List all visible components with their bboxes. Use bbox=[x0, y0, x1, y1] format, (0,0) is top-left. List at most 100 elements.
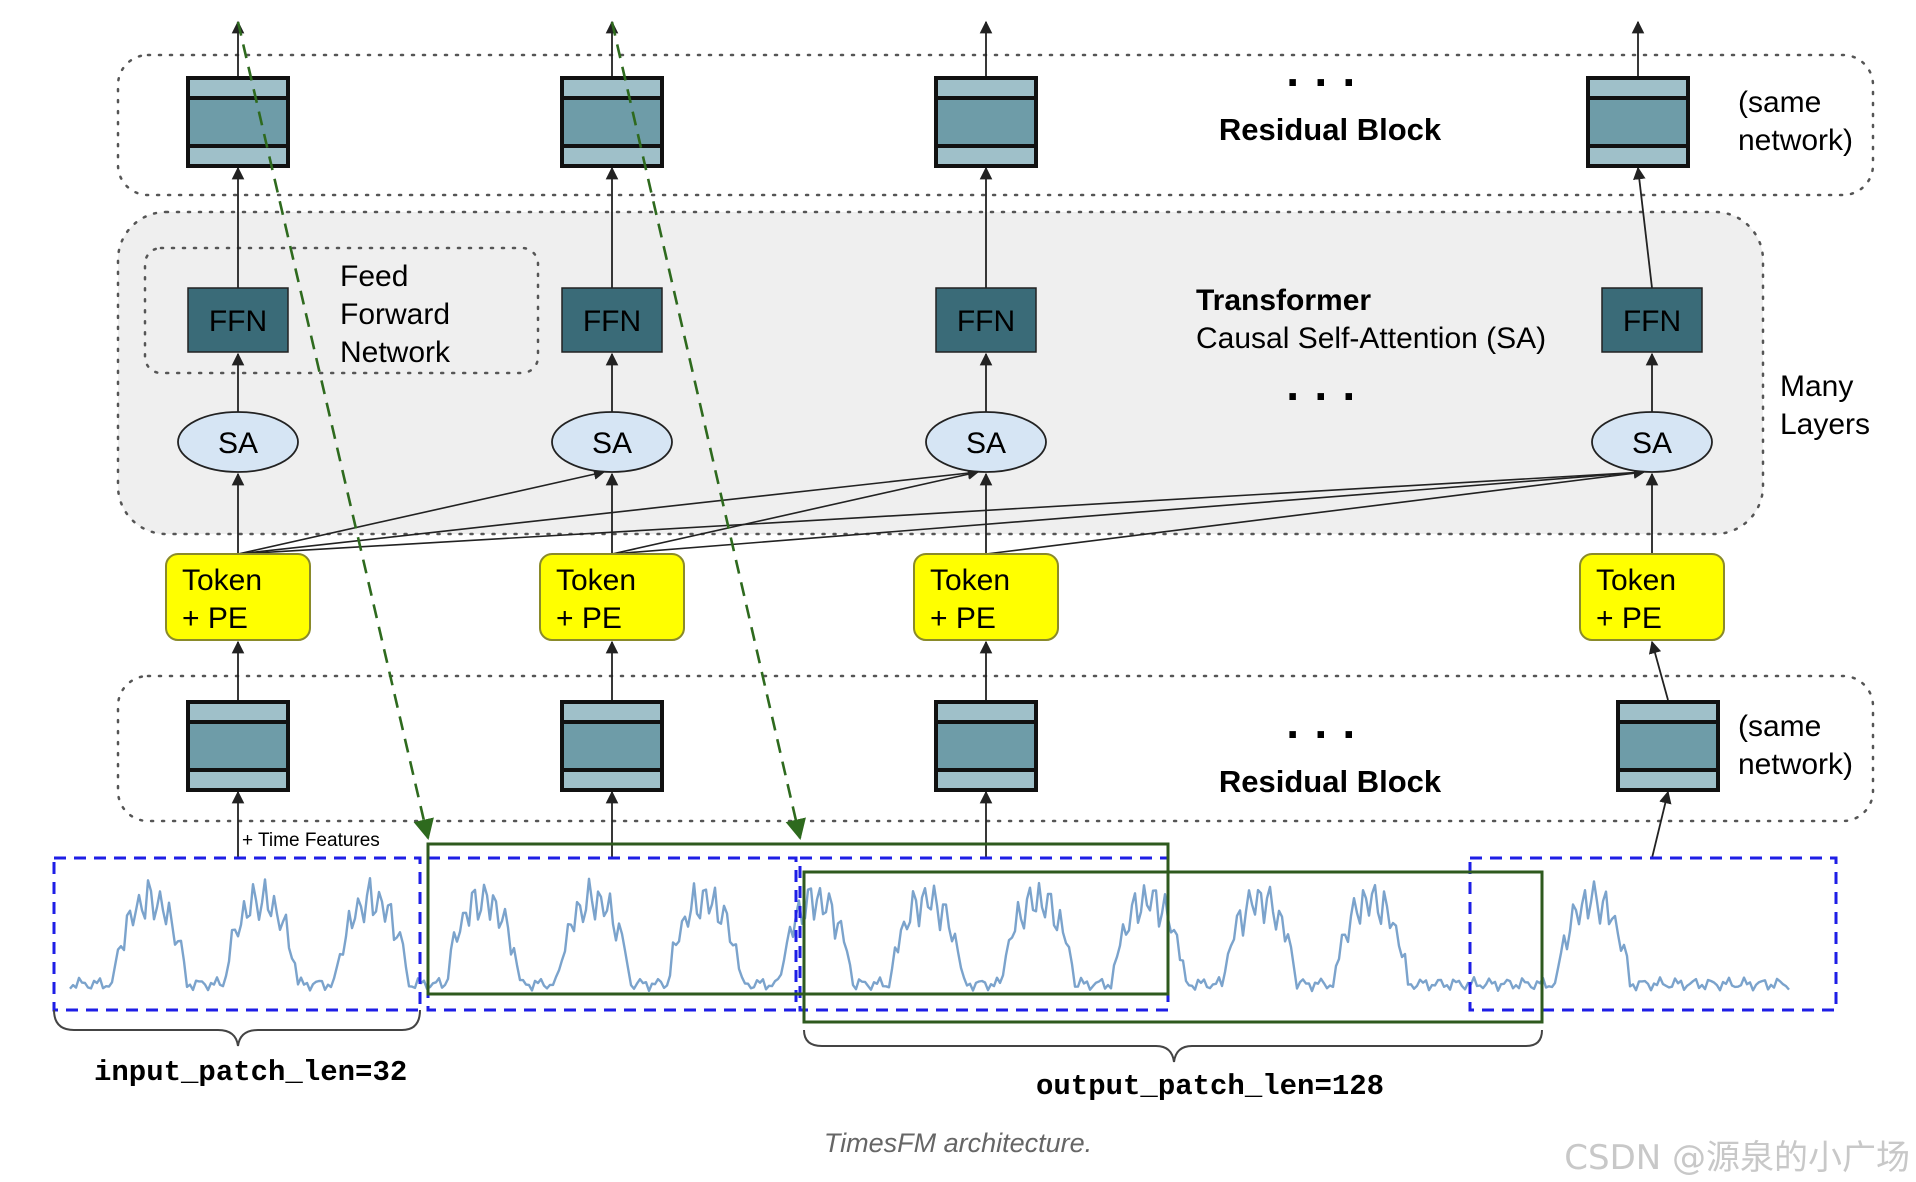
green-arrow-2 bbox=[610, 21, 806, 841]
input-patch-4 bbox=[1468, 856, 1838, 1012]
bottom-same-network-line2: network) bbox=[1738, 748, 1853, 781]
bottom-ellipsis: · · · bbox=[1286, 708, 1358, 760]
top-residual-block-2-bottom-band bbox=[564, 148, 660, 164]
ffn-label-1: FFN bbox=[209, 305, 267, 338]
top-residual-block-1 bbox=[186, 76, 290, 168]
bottom-residual-region bbox=[116, 674, 1875, 823]
attention-line-1-to-4 bbox=[237, 466, 1646, 555]
bottom-residual-block-3-top-band bbox=[938, 704, 1034, 720]
ffn-label-4: FFN bbox=[1623, 305, 1681, 338]
bottom-residual-block-1 bbox=[186, 700, 290, 792]
bottom-residual-block-4-top-band bbox=[1620, 704, 1716, 720]
arrow-input-to-block-4 bbox=[1651, 790, 1672, 859]
top-residual-block-4 bbox=[1586, 76, 1690, 168]
token-pe-box-2 bbox=[539, 553, 685, 641]
output-patch-1 bbox=[426, 842, 1170, 996]
feed-forward-line2: Forward bbox=[340, 298, 450, 331]
bottom-residual-block-4 bbox=[1616, 700, 1720, 792]
ffn-label-3: FFN bbox=[957, 305, 1015, 338]
top-residual-block-1-bottom-band bbox=[190, 148, 286, 164]
top-residual-block-4-top-band bbox=[1590, 80, 1686, 96]
token-pe-box-1 bbox=[165, 553, 311, 641]
top-residual-block-3 bbox=[934, 76, 1038, 168]
token-pe-box-4 bbox=[1579, 553, 1725, 641]
token-label-4: Token bbox=[1596, 564, 1676, 597]
watermark: CSDN @源泉的小广场 bbox=[1564, 1138, 1910, 1178]
top-residual-block-1-top-band bbox=[190, 80, 286, 96]
transformer-layers-region bbox=[116, 210, 1765, 536]
ffn-box-4 bbox=[1601, 287, 1703, 353]
sa-label-3: SA bbox=[966, 427, 1006, 460]
input-patch-label: input_patch_len=32 bbox=[94, 1056, 407, 1089]
feed-forward-line1: Feed bbox=[340, 260, 408, 293]
output-patch-2 bbox=[802, 870, 1544, 1024]
arrow-ffn-to-block-4 bbox=[1633, 166, 1653, 289]
sa-label-2: SA bbox=[592, 427, 632, 460]
patches bbox=[52, 842, 1838, 1024]
attention-line-1-to-2 bbox=[237, 468, 606, 555]
stack-arrows bbox=[231, 20, 1672, 859]
top-residual-block-2 bbox=[560, 76, 664, 168]
top-residual-block-3-top-band bbox=[938, 80, 1034, 96]
top-ellipsis: · · · bbox=[1286, 56, 1358, 108]
sa-ellipse-3 bbox=[925, 411, 1047, 473]
many-layers-line1: Many bbox=[1780, 370, 1853, 403]
token-pe-label-2: + PE bbox=[556, 602, 622, 635]
arrow-block-to-token-4 bbox=[1648, 640, 1669, 701]
transformer-subtitle: Causal Self-Attention (SA) bbox=[1196, 322, 1546, 355]
ffn-label-2: FFN bbox=[583, 305, 641, 338]
bottom-residual-label: Residual Block bbox=[1219, 764, 1442, 799]
ffn-box-3 bbox=[935, 287, 1037, 353]
output-patch-brace bbox=[803, 1029, 1543, 1063]
attention-line-2-to-3 bbox=[611, 468, 980, 555]
green-arrow-1 bbox=[236, 21, 434, 841]
top-residual-region bbox=[116, 53, 1875, 197]
sa-ellipse-1 bbox=[177, 411, 299, 473]
input-patch-1 bbox=[52, 856, 422, 1012]
sa-label-1: SA bbox=[218, 427, 258, 460]
attention-line-1-to-3 bbox=[237, 467, 980, 555]
output-patch-label: output_patch_len=128 bbox=[1036, 1070, 1384, 1103]
token-pe-label-1: + PE bbox=[182, 602, 248, 635]
bottom-residual-block-1-bottom-band bbox=[190, 772, 286, 788]
bottom-residual-block-3 bbox=[934, 700, 1038, 792]
figure-caption: TimesFM architecture. bbox=[823, 1128, 1093, 1158]
token-pe-box-3 bbox=[913, 553, 1059, 641]
bottom-residual-block-3-bottom-band bbox=[938, 772, 1034, 788]
time-features-label: + Time Features bbox=[242, 830, 380, 851]
sa-ellipse-2 bbox=[551, 411, 673, 473]
ffn-box-2 bbox=[561, 287, 663, 353]
bottom-residual-block-2-bottom-band bbox=[564, 772, 660, 788]
input-patch-2 bbox=[426, 856, 798, 1012]
top-residual-label: Residual Block bbox=[1219, 112, 1442, 147]
attention-line-2-to-4 bbox=[611, 467, 1646, 555]
columns: FFN SA Token + PE FFN SA Token + PE FFN SA Token + … bbox=[165, 76, 1725, 792]
feed-forward-region bbox=[143, 246, 540, 375]
top-residual-block-2-top-band bbox=[564, 80, 660, 96]
attention-line-3-to-4 bbox=[985, 467, 1646, 555]
top-residual-block-4-bottom-band bbox=[1590, 148, 1686, 164]
top-same-network-line2: network) bbox=[1738, 124, 1853, 157]
token-pe-label-3: + PE bbox=[930, 602, 996, 635]
ffn-box-1 bbox=[187, 287, 289, 353]
many-layers-line2: Layers bbox=[1780, 408, 1870, 441]
bottom-residual-block-1-top-band bbox=[190, 704, 286, 720]
transformer-title: Transformer bbox=[1196, 284, 1371, 317]
token-pe-label-4: + PE bbox=[1596, 602, 1662, 635]
top-residual-block-3-bottom-band bbox=[938, 148, 1034, 164]
bottom-same-network-line1: (same bbox=[1738, 710, 1821, 743]
transformer-ellipsis: · · · bbox=[1286, 370, 1358, 422]
feed-forward-line3: Network bbox=[340, 336, 451, 369]
token-label-3: Token bbox=[930, 564, 1010, 597]
bottom-residual-block-4-bottom-band bbox=[1620, 772, 1716, 788]
sa-label-4: SA bbox=[1632, 427, 1672, 460]
top-same-network-line1: (same bbox=[1738, 86, 1821, 119]
token-label-2: Token bbox=[556, 564, 636, 597]
attention-lines bbox=[237, 466, 1646, 555]
bottom-residual-block-2-top-band bbox=[564, 704, 660, 720]
bottom-residual-block-2 bbox=[560, 700, 664, 792]
time-series-line bbox=[69, 877, 1790, 993]
token-label-1: Token bbox=[182, 564, 262, 597]
input-patch-brace bbox=[53, 1009, 421, 1047]
